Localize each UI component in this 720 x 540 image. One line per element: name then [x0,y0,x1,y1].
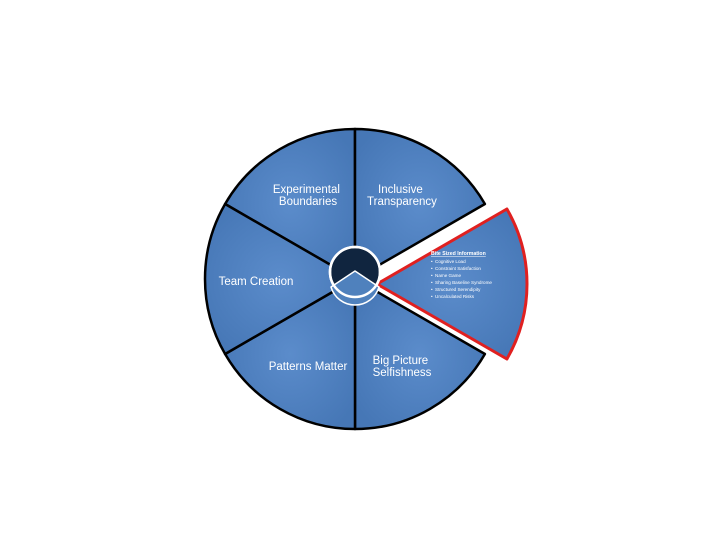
highlight-title: Bite Sized Information [431,251,486,257]
highlight-item: • [431,273,433,278]
segment-big-picture-selfishness [353,277,487,431]
segment-label-inclusive-transparency: Inclusive Transparency [367,184,437,208]
highlight-item: • [431,280,433,285]
segment-label-experimental-boundaries: Experimental Boundaries [273,184,343,208]
highlight-item: • [431,259,433,264]
highlight-item-label: Name Game [435,273,461,278]
segment-label-patterns-matter: Patterns Matter [269,361,348,373]
highlight-item-label: Structured Serendipity [435,287,481,292]
highlight-item-label: Cognitive Load [435,259,466,264]
highlight-item-label: Sharing Baseline Syndrome [435,280,492,285]
center-pointer-icon [330,270,380,306]
highlight-item-list: • Cognitive Load • Constraint Satisfacti… [431,259,492,299]
segment-experimental-boundaries [223,127,357,281]
segment-label-team-creation: Team Creation [219,276,294,288]
segment-label-big-picture-selfishness: Big Picture Selfishness [373,355,432,379]
highlight-item: • [431,287,433,292]
segment-patterns-matter [223,277,357,431]
center-hub [328,245,382,306]
highlight-item: • [431,266,433,271]
segment-inclusive-transparency [353,127,487,281]
highlight-item-label: Uncalculated Risks [435,294,475,299]
highlight-item-label: Constraint Satisfaction [435,266,481,271]
segment-bite-sized-information [375,207,529,361]
highlight-item: • [431,294,433,299]
segment-team-creation [203,202,357,356]
